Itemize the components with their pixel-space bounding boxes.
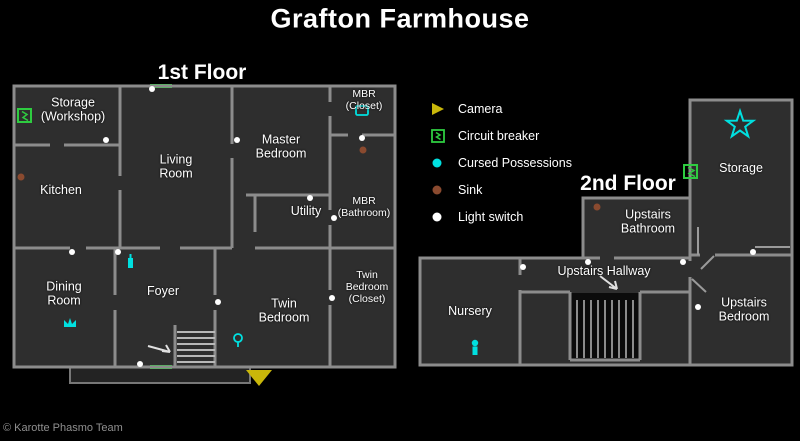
map-title: Grafton Farmhouse: [270, 3, 530, 34]
legend-row-light-switch: Light switch: [430, 208, 572, 226]
room-label-upstairs-bedroom: Upstairs Bedroom: [718, 295, 770, 324]
light-switch-icon: [69, 249, 75, 255]
light-switch-icon: [137, 361, 143, 367]
light-switch-icon: [215, 299, 221, 305]
music-box-icon: [128, 254, 133, 268]
light-switch-icon: [149, 86, 155, 92]
light-switch-icon: [307, 195, 313, 201]
light-switch-icon: [329, 295, 335, 301]
light-switch-icon: [680, 259, 686, 265]
floor1-footprint: [14, 86, 395, 367]
camera-icon: [246, 370, 272, 386]
cursed-possession-icons: [64, 254, 133, 327]
room-label-upstairs-bathroom: Upstairs Bathroom: [620, 207, 676, 236]
cursed-possession-icons-outline: [233, 105, 369, 347]
light-switch-icon: [103, 137, 109, 143]
light-switch-icon: [359, 135, 365, 141]
haunted-mirror-icon: [233, 333, 243, 347]
room-label-master-bedroom: Master Bedroom: [255, 132, 307, 161]
light-switch-icon: [430, 210, 450, 224]
legend-row-camera: Camera: [430, 100, 572, 118]
circuit-breaker-icon: [683, 164, 698, 179]
room-label-utility: Utility: [290, 203, 322, 218]
room-label-upstairs-hallway: Upstairs Hallway: [557, 263, 651, 278]
stairs: [177, 331, 215, 363]
legend-label: Cursed Possessions: [458, 156, 572, 170]
floor2-title: 2nd Floor: [580, 172, 676, 195]
floor1-walls: [12, 84, 397, 369]
legend-label: Camera: [458, 102, 503, 116]
light-switch-icon: [695, 304, 701, 310]
room-label-storage2: Storage: [719, 160, 763, 175]
room-label-storage-workshop: Storage (Workshop): [40, 95, 106, 124]
sink-icon: [593, 203, 601, 211]
porch: [69, 366, 251, 384]
voodoo-doll-icon: [471, 339, 479, 355]
room-label-mbr-bathroom: MBR (Bathroom): [337, 194, 391, 219]
room-label-twin-closet: Twin Bedroom (Closet): [345, 268, 389, 306]
floor2-details: [691, 227, 790, 293]
circuit-breaker-icon: [430, 128, 450, 144]
legend-row-sink: Sink: [430, 181, 572, 199]
legend-label: Sink: [458, 183, 483, 197]
light-switch-icons: [520, 249, 756, 310]
light-switch-icons: [69, 86, 365, 367]
sink-icon: [359, 146, 367, 154]
credit-watermark: © Karotte Phasmo Team: [3, 422, 123, 434]
legend-label: Light switch: [458, 210, 524, 224]
legend: Camera Circuit breaker Cursed Possession…: [430, 100, 572, 235]
light-switch-icon: [750, 249, 756, 255]
room-label-kitchen: Kitchen: [40, 182, 82, 197]
floor1-title: 1st Floor: [157, 61, 247, 84]
floor2-footprint: [420, 100, 792, 365]
room-label-foyer: Foyer: [147, 283, 179, 298]
light-switch-icon: [234, 137, 240, 143]
room-label-dining-room: Dining Room: [46, 279, 82, 308]
summoning-circle-icon: [723, 107, 757, 139]
circuit-breaker-icon: [17, 108, 32, 123]
room-label-twin-bedroom: Twin Bedroom: [258, 296, 310, 325]
floor2-plan: [418, 98, 794, 367]
light-switch-icon: [331, 215, 337, 221]
sink-icons: [17, 146, 367, 181]
room-label-living-room: Living Room: [159, 152, 193, 181]
stairs: [576, 300, 634, 358]
light-switch-icon: [520, 264, 526, 270]
floor1-plan: [12, 84, 397, 386]
floor2-walls: [418, 98, 794, 367]
camera-icon: [430, 101, 450, 117]
legend-row-circuit-breaker: Circuit breaker: [430, 127, 572, 145]
light-switch-icon: [115, 249, 121, 255]
sink-icons: [593, 203, 601, 211]
room-label-mbr-closet: MBR (Closet): [345, 87, 383, 112]
stairs-arrow-icon: [147, 344, 171, 353]
cursed-possessions-icon: [430, 156, 450, 170]
sink-icon: [430, 183, 450, 197]
sink-icon: [17, 173, 25, 181]
legend-label: Circuit breaker: [458, 129, 540, 143]
crown-icon: [64, 318, 76, 327]
stairs-arrow-icon: [599, 275, 618, 290]
ouija-board-icon: [355, 105, 369, 116]
light-switch-icon: [585, 259, 591, 265]
room-label-nursery: Nursery: [448, 303, 492, 318]
legend-row-cursed-possessions: Cursed Possessions: [430, 154, 572, 172]
